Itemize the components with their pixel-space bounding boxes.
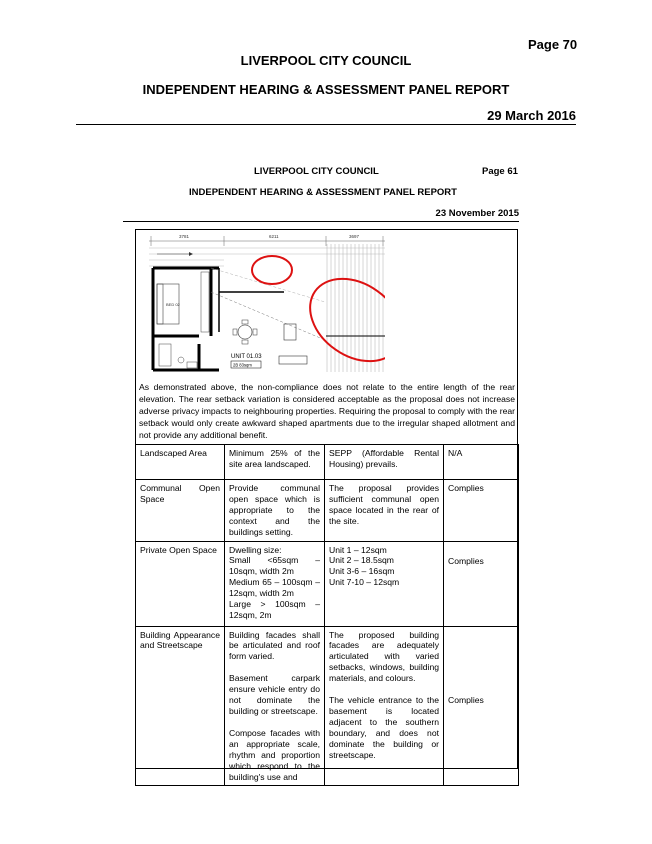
proposal-text: Unit 2 – 18.5sqm — [329, 555, 394, 566]
criterion-cell: Building Appearance and Streetscape — [135, 625, 225, 787]
table-row: Building Appearance and Streetscape Buil… — [135, 625, 519, 787]
proposal-text: Unit 7-10 – 12sqm — [329, 577, 400, 588]
compliance-cell: N/A — [443, 444, 519, 480]
requirement-cell: Building facades shall be articulated an… — [224, 625, 325, 787]
proposal-cell: The proposed building facades are adequa… — [324, 625, 444, 787]
proposal-cell: SEPP (Affordable Rental Housing) prevail… — [324, 444, 444, 480]
inner-council-title: LIVERPOOL CITY COUNCIL — [254, 166, 379, 177]
requirement-cell: Minimum 25% of the site area landscaped. — [224, 444, 325, 480]
requirement-text: Building facades shall be articulated an… — [229, 629, 320, 662]
proposal-cell: The proposal provides sufficient communa… — [324, 479, 444, 542]
compliance-cell: Complies — [443, 479, 519, 542]
requirement-cell: Dwelling size: Small <65sqm – 10sqm, wid… — [224, 540, 325, 627]
unit-label: UNIT 01.03 — [231, 354, 262, 360]
compliance-table: Landscaped Area Minimum 25% of the site … — [135, 444, 519, 787]
proposal-text: The proposed building facades are adequa… — [329, 629, 439, 684]
requirement-text: Dwelling size: — [229, 544, 282, 555]
highlight-circle — [251, 255, 293, 285]
requirement-cell: Provide communal open space which is app… — [224, 479, 325, 542]
unit-area-label: 2B 83sqm — [233, 363, 252, 368]
proposal-text: SEPP (Affordable Rental Housing) prevail… — [329, 448, 439, 469]
outer-header-rule — [76, 124, 576, 125]
inner-report-date: 23 November 2015 — [435, 208, 519, 219]
table-row: Communal Open Space Provide communal ope… — [135, 479, 519, 542]
requirement-text: Basement carpark ensure vehicle entry do… — [229, 673, 320, 716]
requirement-text: Provide communal open space which is app… — [229, 483, 320, 537]
proposal-text: The proposal provides sufficient communa… — [329, 483, 439, 526]
outer-page-number: Page 70 — [528, 37, 578, 52]
outer-council-title: LIVERPOOL CITY COUNCIL — [240, 53, 412, 68]
floor-plan-drawing: 3781 6211 3697 BED 02 — [149, 232, 385, 374]
inner-page-number: Page 61 — [482, 166, 518, 177]
table-row: Private Open Space Dwelling size: Small … — [135, 540, 519, 627]
requirement-text: Minimum 25% of the site area landscaped. — [229, 448, 320, 469]
inner-panel-title: INDEPENDENT HEARING & ASSESSMENT PANEL R… — [189, 187, 457, 198]
table-row: Landscaped Area Minimum 25% of the site … — [135, 444, 519, 480]
inner-header-rule — [123, 221, 519, 222]
compliance-cell: Complies — [443, 625, 519, 787]
criterion-cell: Landscaped Area — [135, 444, 225, 480]
compliance-cell: Complies — [443, 540, 519, 627]
dimension-label: 3697 — [349, 234, 360, 239]
criterion-cell: Private Open Space — [135, 540, 225, 627]
requirement-text: Compose facades with an appropriate scal… — [229, 727, 320, 782]
compliance-text: Complies — [448, 555, 484, 566]
compliance-text: Complies — [448, 694, 484, 705]
dimension-label: 6211 — [269, 234, 279, 239]
proposal-text: Unit 1 – 12sqm — [329, 544, 387, 555]
requirement-text: Medium 65 – 100sqm – 12sqm, width 2m — [229, 577, 320, 599]
proposal-cell: Unit 1 – 12sqm Unit 2 – 18.5sqm Unit 3-6… — [324, 540, 444, 627]
proposal-text: Unit 3-6 – 16sqm — [329, 566, 395, 577]
requirement-text: Large > 100sqm – 12sqm, 2m — [229, 599, 320, 620]
criterion-cell: Communal Open Space — [135, 479, 225, 542]
highlight-circle — [309, 277, 385, 363]
requirement-text: Small <65sqm – 10sqm, width 2m — [229, 555, 320, 577]
dimension-label: 3781 — [179, 234, 190, 239]
outer-report-date: 29 March 2016 — [487, 108, 576, 123]
setback-paragraph: As demonstrated above, the non-complianc… — [139, 382, 515, 440]
proposal-text: The vehicle entrance to the basement is … — [329, 695, 439, 760]
room-label: BED 02 — [166, 302, 181, 307]
outer-panel-title: INDEPENDENT HEARING & ASSESSMENT PANEL R… — [142, 82, 510, 97]
